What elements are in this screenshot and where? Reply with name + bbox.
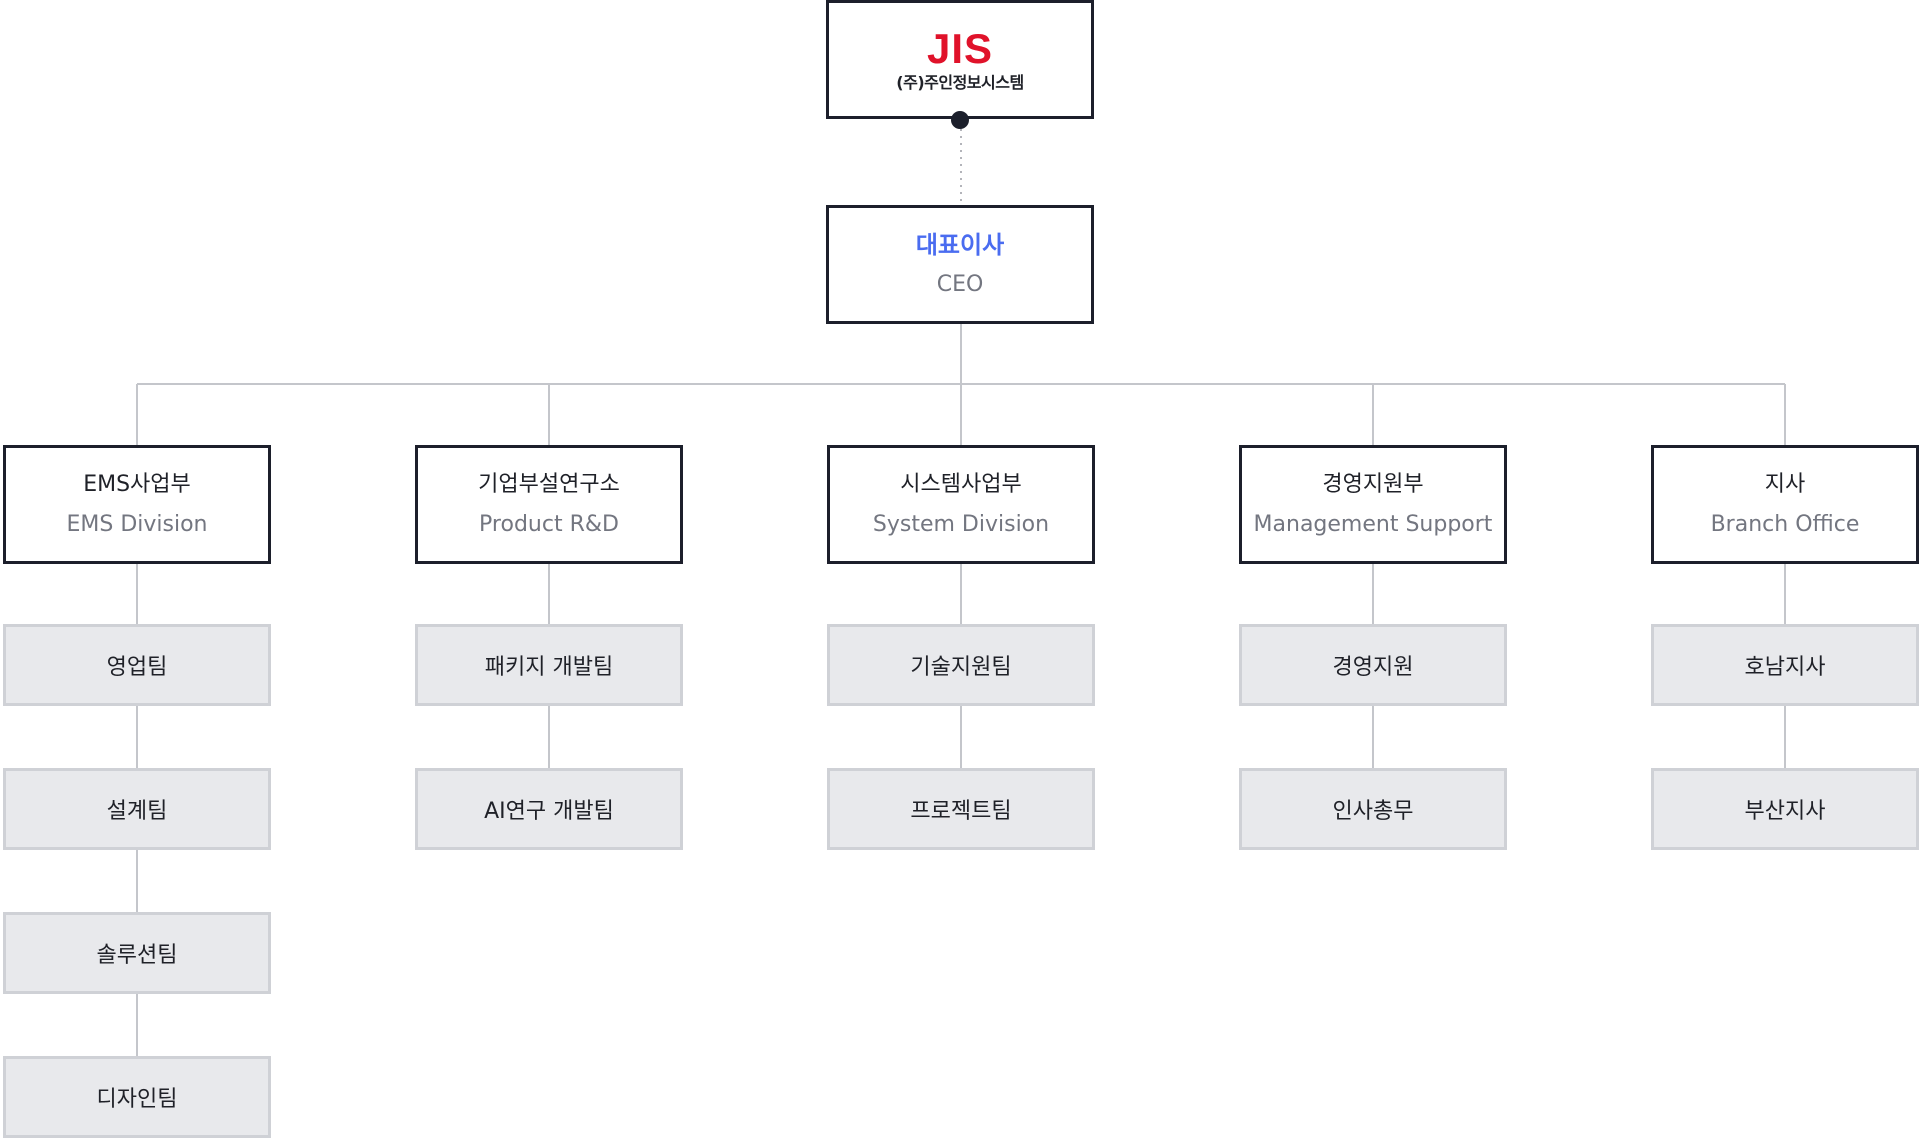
team-box: 디자인팀 bbox=[3, 1056, 271, 1138]
division-name-en: EMS Division bbox=[66, 511, 208, 537]
division-name-en: Product R&D bbox=[479, 511, 619, 537]
team-box: 패키지 개발팀 bbox=[415, 624, 683, 706]
division-box: 기업부설연구소 Product R&D bbox=[415, 445, 683, 564]
team-box: 설계팀 bbox=[3, 768, 271, 850]
team-box: 솔루션팀 bbox=[3, 912, 271, 994]
team-box: 프로젝트팀 bbox=[827, 768, 1095, 850]
division-box: EMS사업부 EMS Division bbox=[3, 445, 271, 564]
company-logo: JIS bbox=[926, 24, 994, 72]
team-box: 경영지원 bbox=[1239, 624, 1507, 706]
team-label: 설계팀 bbox=[106, 799, 168, 824]
team-label: 부산지사 bbox=[1744, 799, 1826, 824]
division-name-kr: 시스템사업부 bbox=[900, 471, 1022, 497]
team-label: 프로젝트팀 bbox=[910, 799, 1012, 824]
division-name-kr: 기업부설연구소 bbox=[478, 471, 620, 497]
division-box: 시스템사업부 System Division bbox=[827, 445, 1095, 564]
team-label: 패키지 개발팀 bbox=[484, 655, 614, 680]
division-name-kr: 경영지원부 bbox=[1322, 471, 1424, 497]
team-box: 기술지원팀 bbox=[827, 624, 1095, 706]
team-label: 디자인팀 bbox=[96, 1087, 178, 1112]
division-name-kr: EMS사업부 bbox=[83, 471, 191, 497]
division-box: 경영지원부 Management Support bbox=[1239, 445, 1507, 564]
company-name: (주)주인정보시스템 bbox=[896, 72, 1024, 92]
team-label: 영업팀 bbox=[106, 655, 168, 680]
team-label: 호남지사 bbox=[1744, 655, 1826, 680]
division-name-en: Branch Office bbox=[1710, 511, 1860, 537]
ceo-title-kr: 대표이사 bbox=[915, 230, 1005, 259]
team-box: 부산지사 bbox=[1651, 768, 1919, 850]
division-name-en: System Division bbox=[872, 511, 1050, 537]
division-name-kr: 지사 bbox=[1764, 471, 1806, 497]
ceo-box: 대표이사 CEO bbox=[826, 205, 1094, 324]
division-name-en: Management Support bbox=[1253, 511, 1493, 537]
team-box: 인사총무 bbox=[1239, 768, 1507, 850]
ceo-title-en: CEO bbox=[936, 271, 984, 297]
team-box: 영업팀 bbox=[3, 624, 271, 706]
connector-dot bbox=[951, 111, 969, 129]
team-label: 인사총무 bbox=[1332, 799, 1414, 824]
division-box: 지사 Branch Office bbox=[1651, 445, 1919, 564]
team-box: AI연구 개발팀 bbox=[415, 768, 683, 850]
team-label: 기술지원팀 bbox=[910, 655, 1012, 680]
team-label: 솔루션팀 bbox=[96, 943, 178, 968]
company-box: JIS (주)주인정보시스템 bbox=[826, 0, 1094, 119]
team-label: 경영지원 bbox=[1332, 655, 1414, 680]
team-box: 호남지사 bbox=[1651, 624, 1919, 706]
team-label: AI연구 개발팀 bbox=[484, 799, 614, 824]
